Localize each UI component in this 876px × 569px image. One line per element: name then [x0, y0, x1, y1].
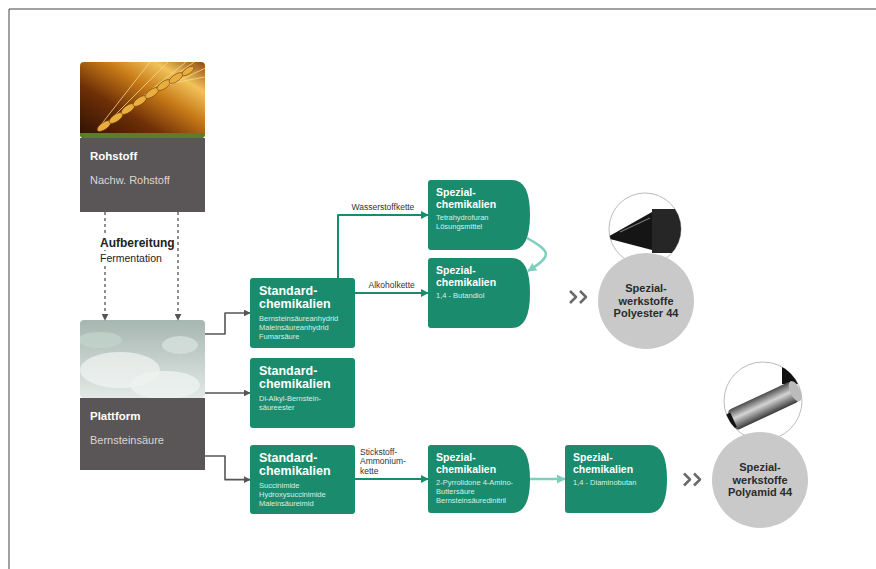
box-fill [428, 180, 530, 250]
powder-heap [80, 332, 122, 348]
circle-fill [598, 253, 694, 349]
frame-line [9, 9, 876, 10]
node-heading: Spezial- chemikalien [436, 452, 514, 475]
process-box: Standard- chemikalienDi-Alkyl-Bernstein-… [250, 358, 355, 428]
flow-arrow [527, 238, 546, 271]
nozzle-photo [606, 209, 692, 253]
step-label: Fermentation [98, 252, 164, 264]
chevron-arrow [684, 474, 700, 486]
box-fill [428, 445, 530, 513]
machine-part [782, 366, 806, 384]
wheat-awns [100, 62, 205, 126]
photo-ground [80, 62, 205, 138]
flow-arrow [530, 478, 565, 481]
material-circle: Spezial- werkstoffePolyester 44 [598, 253, 694, 349]
chain-label: Alkoholkette [367, 281, 417, 290]
powder-photo [80, 320, 205, 398]
text-panel: PlattformBernsteinsäure [80, 398, 205, 470]
process-box: Standard- chemikalienSuccinimide Hydroxy… [250, 445, 355, 514]
nozzle-cone [606, 212, 652, 250]
product-box: Spezial- chemikalienTetrahydrofuran Lösu… [428, 180, 530, 250]
node-subtext: Polyester 44 [608, 307, 684, 320]
circle-fill [712, 432, 808, 528]
source-panel: RohstoffNachw. Rohstoff [80, 62, 205, 212]
node-heading: Rohstoff [90, 150, 197, 162]
node-heading: Plattform [90, 410, 197, 422]
wheat-photo [80, 62, 205, 138]
text-panel: RohstoffNachw. Rohstoff [80, 138, 205, 212]
text-group: Spezial- werkstoffePolyester 44 [608, 282, 684, 320]
material-circle: Spezial- werkstoffePolyamid 44 [712, 432, 808, 528]
node-subtext: 2-Pyrrolidone 4-Amino-Buttersäure Bernst… [436, 478, 514, 505]
nozzle-body [652, 209, 692, 253]
flow-arrow [177, 212, 178, 320]
node-heading: Spezial- chemikalien [436, 265, 514, 288]
box-fill [565, 445, 667, 513]
node-subtext: Succinimide Hydroxysuccinimide Maleinsäu… [259, 481, 349, 508]
node-heading: Standard- chemikalien [259, 285, 349, 311]
node-subtext: Di-Alkyl-Bernstein- säureester [259, 394, 349, 412]
step-label: Aufbereitung [98, 236, 177, 250]
node-subtext: 1,4 - Butandiol [436, 291, 514, 300]
node-heading: Standard- chemikalien [259, 365, 349, 391]
node-subtext: Polyamid 44 [722, 486, 798, 499]
roller-end [786, 379, 804, 403]
node-heading: Spezial- chemikalien [573, 452, 651, 475]
product-box: Spezial- chemikalien 2-Pyrrolidone 4-Amin… [428, 445, 530, 513]
roller [720, 379, 805, 434]
nozzle-highlight [620, 218, 650, 232]
flow-arrow [355, 478, 428, 480]
product-box: Spezial- chemikalien 1,4 - Butandiol [428, 258, 530, 328]
powder-heap [130, 371, 200, 398]
wheat-grains [95, 65, 195, 134]
frame-line [9, 9, 10, 569]
node-subtext: Nachw. Rohstoff [90, 174, 197, 186]
product-box: Spezial- chemikalien 1,4 - Diaminobutan [565, 445, 667, 513]
node-heading: Spezial- werkstoffe [722, 461, 798, 486]
roller-cap [721, 413, 737, 432]
source-panel: PlattformBernsteinsäure [80, 320, 205, 470]
node-heading: Spezial- chemikalien [436, 187, 514, 210]
flow-arrow [338, 215, 428, 278]
flow-arrow [205, 392, 250, 394]
flow-arrow [355, 292, 428, 294]
process-box: Standard- chemikalienBernsteinsäureanhyd… [250, 278, 355, 348]
roller-body [727, 381, 800, 431]
node-subtext: Bernsteinsäureanhydrid Maleinsäureanhydr… [259, 314, 349, 341]
node-heading: Standard- chemikalien [259, 452, 349, 478]
node-heading: Spezial- werkstoffe [608, 282, 684, 307]
flow-arrow [104, 212, 105, 320]
chain-label: Wasserstoffkette [350, 203, 417, 212]
photo-ground [80, 320, 205, 398]
chevron-arrow [570, 291, 586, 303]
text-group: Spezial- werkstoffePolyamid 44 [722, 461, 798, 499]
node-subtext: Bernsteinsäure [90, 434, 197, 446]
flow-arrow [205, 456, 250, 480]
roller-photo [720, 366, 806, 434]
powder-heap [162, 336, 198, 354]
box-fill [428, 258, 530, 328]
node-subtext: 1,4 - Diaminobutan [573, 478, 651, 487]
node-subtext: Tetrahydrofuran Lösungsmittel [436, 213, 514, 231]
chain-label: Stickstoff- Ammonium- kette [358, 448, 418, 476]
flow-arrow [205, 313, 250, 334]
